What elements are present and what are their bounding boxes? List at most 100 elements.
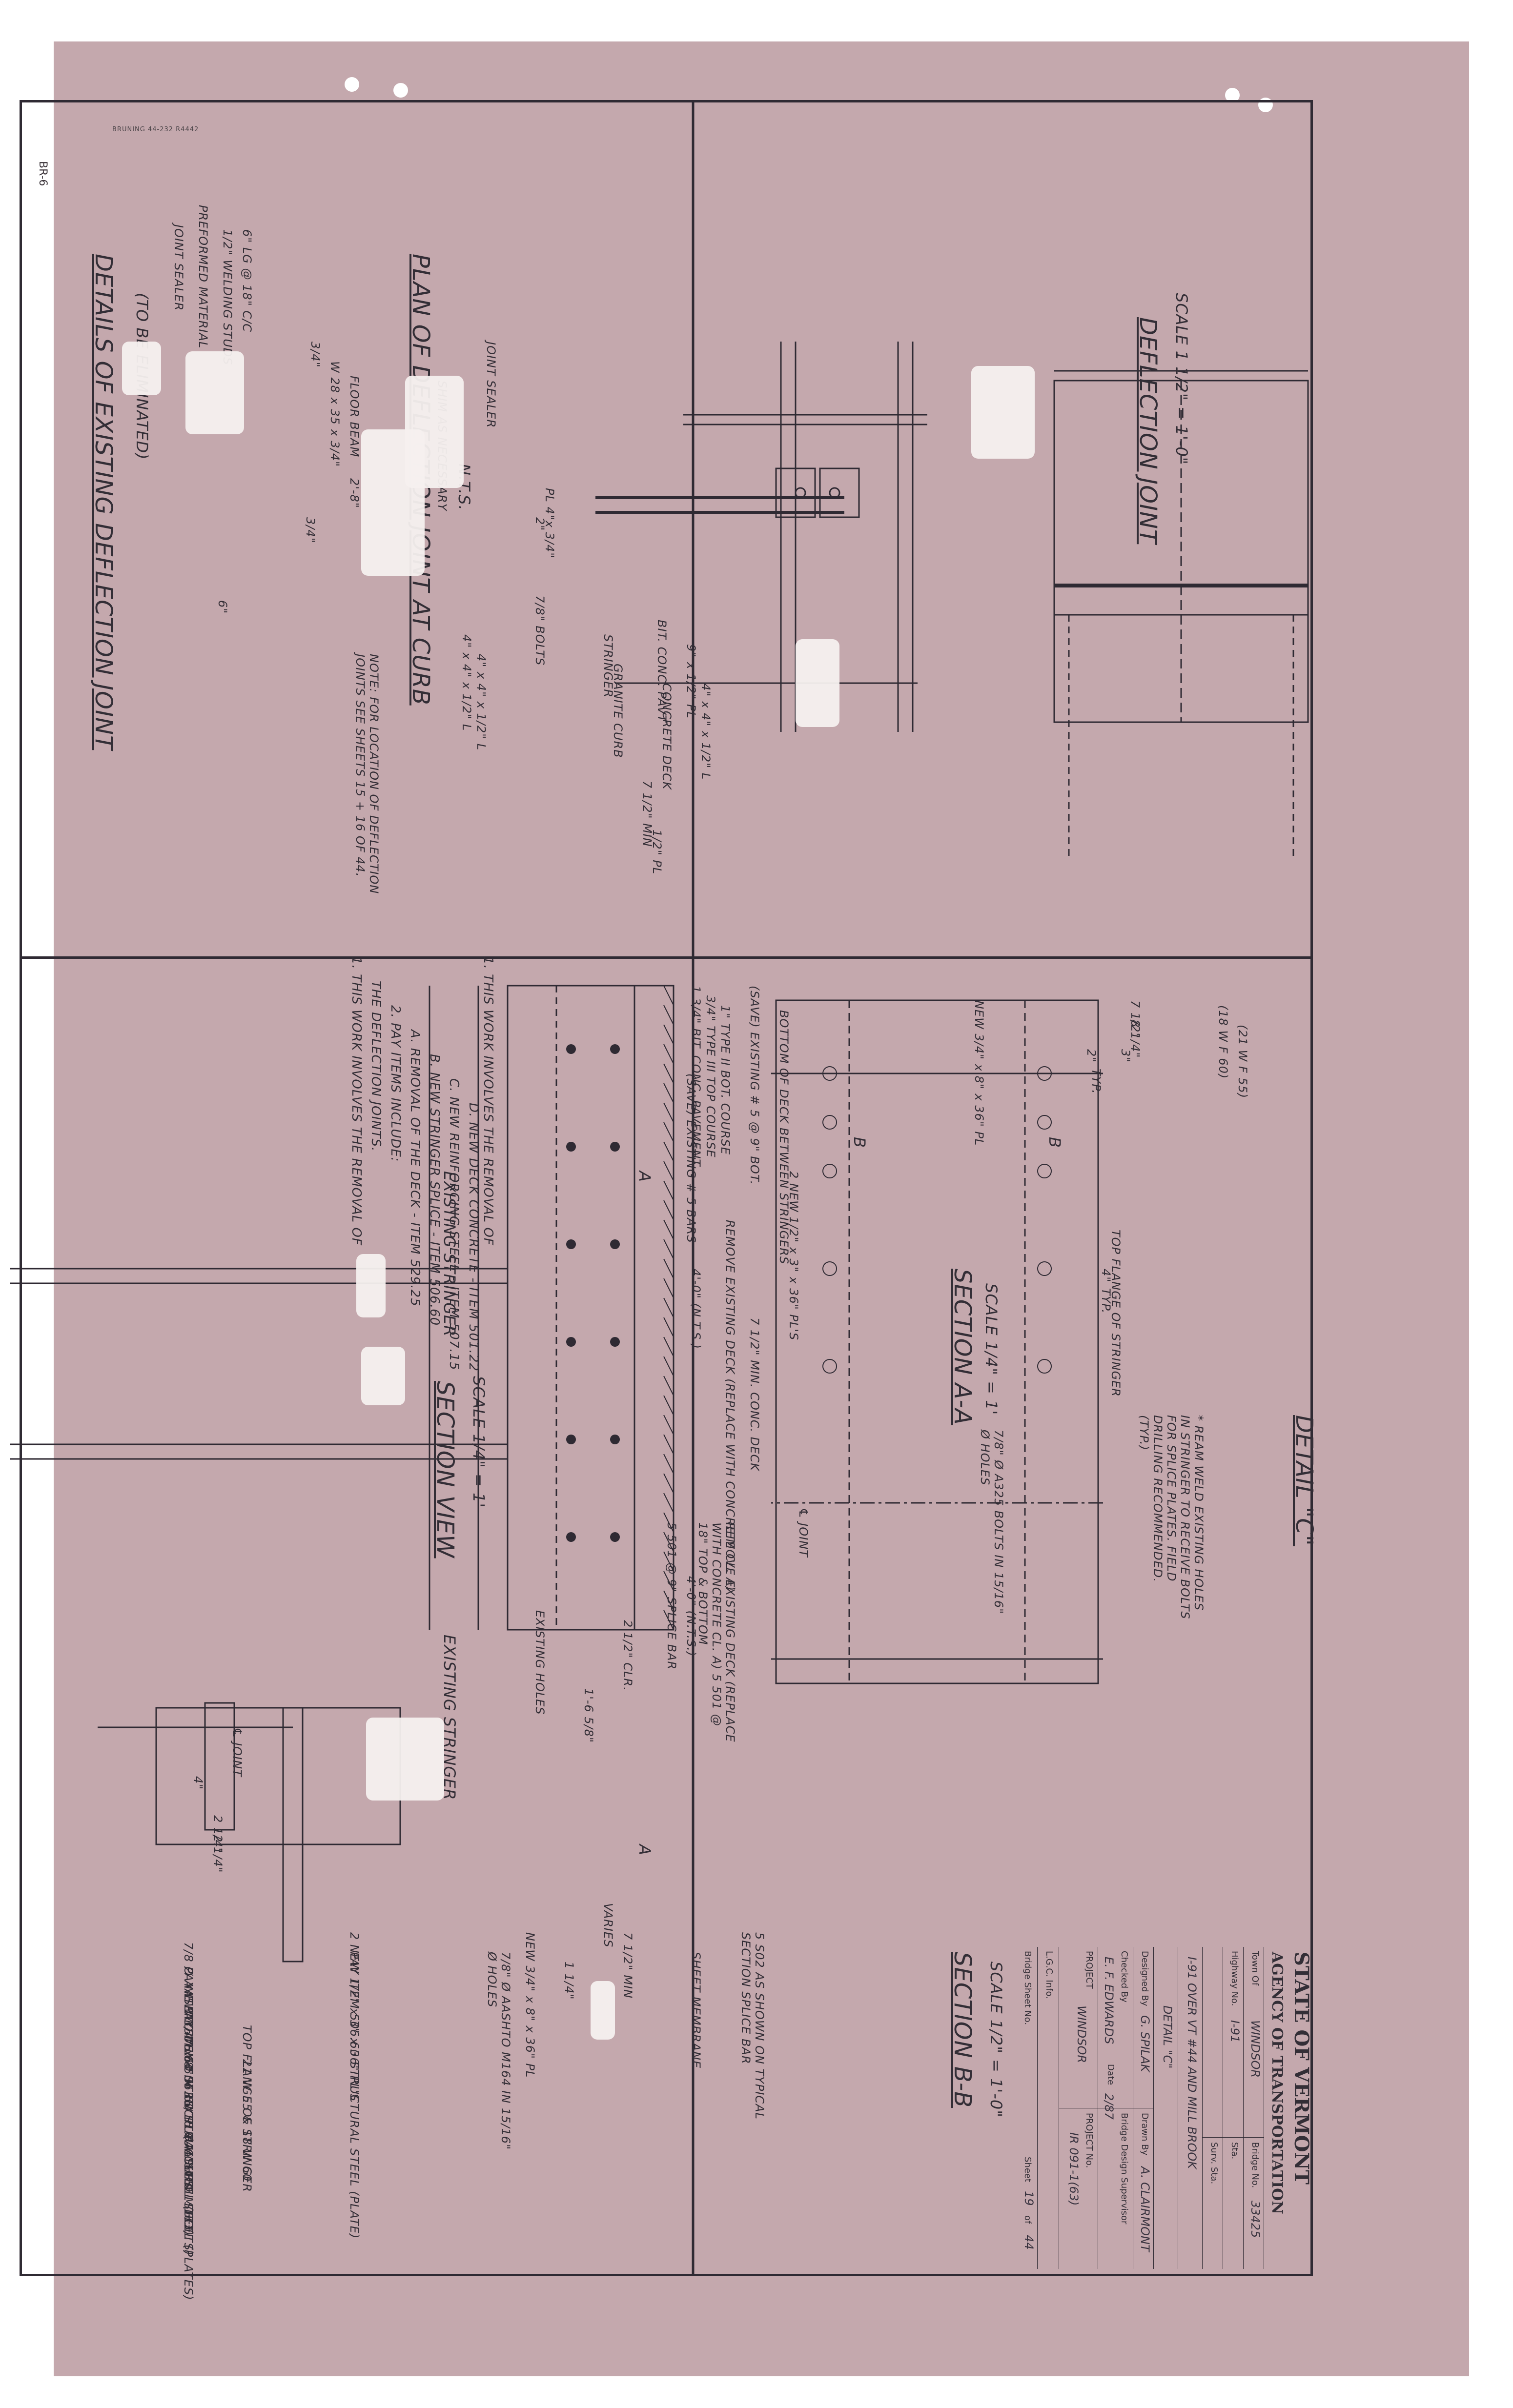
tb-sheet-label: Sheet bbox=[1022, 2157, 1033, 2183]
dim-4in: 4" bbox=[1099, 1269, 1113, 1283]
label-bolts: 7/8" BOLTS bbox=[533, 595, 547, 666]
rotated-drawing: DETAILS OF EXISTING DEFLECTION JOINT (TO… bbox=[10, 100, 1318, 2301]
label-bolts-holes: 7/8" Ø AASHTO M164 IN 15/16" Ø HOLES bbox=[485, 1952, 512, 2150]
label-studs-spacing: 6" LG @ 18" C/C bbox=[240, 229, 254, 332]
tb-bridge-no-label: Bridge No. bbox=[1250, 2142, 1260, 2188]
dim-1-6-5-8: 1'-6 5/8" bbox=[582, 1688, 595, 1743]
label-sheet-membrane: SHEET MEMBRANE bbox=[689, 1952, 703, 2069]
label-stringer-size: 21 W 55 & 18 W 60 bbox=[240, 2059, 254, 2182]
label-typ2: TYP. bbox=[1099, 1288, 1113, 1314]
label-joint-sealer: JOINT SEALER bbox=[172, 224, 185, 311]
label-welding-studs: 1/2" WELDING STUDS bbox=[221, 229, 234, 365]
dim-4-0: 4'-0" (N.T.S.) bbox=[689, 1269, 703, 1350]
label-bb-cl-joint: ℄ JOINT bbox=[230, 1727, 244, 1777]
label-bolts-a325: 7/8" Ø A325 BOLTS IN 15/16" Ø HOLES bbox=[978, 1430, 1005, 1615]
dim-6: 6" bbox=[216, 600, 229, 614]
tb-checked-label: Checked By bbox=[1119, 1951, 1129, 2003]
label-angle1: 4" x 4" x 1/2" L bbox=[460, 634, 473, 731]
dim-2: 2" bbox=[533, 517, 547, 531]
label-ream-note: * REAM WELD EXISTING HOLES IN STRINGER T… bbox=[1137, 1415, 1206, 1619]
existing-joint-title: DETAILS OF EXISTING DEFLECTION JOINT bbox=[90, 254, 117, 750]
tb-highway: I-91 bbox=[1228, 2020, 1242, 2043]
note-line-3: 2. PAY ITEMS INCLUDE: bbox=[388, 1005, 403, 1162]
note-line-4: A. REMOVAL OF THE DECK - ITEM 529.25 bbox=[408, 1030, 422, 1307]
label-pay-item3: PAY ITEM 506.60 STRUCTURAL STEEL (PLATE) bbox=[348, 1952, 361, 2239]
tb-desc2: DETAIL "C" bbox=[1161, 2005, 1174, 2069]
section-cut-b-left: B bbox=[1045, 1137, 1064, 1148]
tb-bridge-sheet-label: Bridge Sheet No. bbox=[1022, 1951, 1033, 2025]
label-preformed: PREFORMED MATERIAL bbox=[196, 205, 210, 349]
tb-sheet: 19 bbox=[1022, 2191, 1036, 2206]
punch-hole bbox=[393, 83, 408, 98]
whiteout-mark bbox=[366, 1718, 444, 1801]
whiteout-mark bbox=[796, 639, 839, 727]
section-cut-a-right: A bbox=[635, 1844, 654, 1856]
dim-clr: 2 1/2" CLR. bbox=[621, 1620, 634, 1691]
tb-supervisor-label: Bridge Design Supervisor bbox=[1119, 2113, 1129, 2225]
label-w18: (18 W F 60) bbox=[1216, 1005, 1230, 1079]
tb-town-label: Town Of bbox=[1250, 1951, 1260, 1986]
label-bit-conc-pav: 1 3/4" BIT. CONC. PAVEMENT bbox=[689, 986, 703, 1167]
drawing-linework bbox=[10, 100, 1309, 2276]
dim-min2: 7 1/2" MIN bbox=[621, 1932, 634, 1999]
tb-town: WINDSOR bbox=[1248, 2020, 1262, 2078]
dim-3in: 3" bbox=[1119, 1049, 1132, 1063]
tb-drawn: A. CLAIRMONT bbox=[1138, 2166, 1152, 2252]
upper-left-note: NOTE: FOR LOCATION OF DEFLECTION JOINTS … bbox=[353, 654, 381, 894]
label-type-iii: 3/4" TYPE III TOP COURSE bbox=[704, 995, 717, 1158]
section-view-title: SECTION VIEW bbox=[431, 1381, 459, 1558]
tb-project-label: PROJECT bbox=[1084, 1951, 1094, 1989]
label-angle2: 4" x 4" x 1/2" L bbox=[474, 654, 488, 751]
deflection-joint-scale: SCALE 1 1/2" = 1'-0" bbox=[1172, 293, 1191, 465]
label-new-plate: NEW 3/4" x 8" x 36" PL bbox=[523, 1932, 537, 2078]
label-existing-holes: EXISTING HOLES bbox=[533, 1610, 547, 1715]
tb-drawn-label: Drawn By bbox=[1140, 2113, 1150, 2156]
detail-c-title: DETAIL "C" bbox=[1290, 1415, 1318, 1546]
label-floor-beam: W 28 x 35 x 3/4" bbox=[328, 361, 342, 467]
tb-checked: E. F. EDWARDS bbox=[1102, 1957, 1116, 2044]
title-block-agency: AGENCY OF TRANSPORTATION bbox=[1268, 1952, 1286, 2214]
label-stringer: STRINGER bbox=[601, 634, 615, 698]
tb-project-no: IR 091-1(63) bbox=[1067, 2132, 1081, 2206]
punch-hole bbox=[345, 77, 359, 92]
label-floor-beam2: FLOOR BEAM bbox=[348, 376, 361, 458]
tb-project: WINDSOR bbox=[1075, 2005, 1088, 2064]
label-cl-joint: ℄ JOINT bbox=[797, 1508, 810, 1558]
note-line-1: 1. THIS WORK INVOLVES THE REMOVAL OF bbox=[349, 956, 364, 1246]
label-remove-deck2: REMOVE EXISTING DECK (REPLACE WITH CONCR… bbox=[696, 1522, 737, 1742]
whiteout-mark bbox=[361, 1347, 405, 1405]
note-line-7: D. NEW DECK CONCRETE - ITEM 501.22 bbox=[466, 1103, 481, 1372]
tb-date-label: Date bbox=[1105, 2064, 1116, 2085]
label-w21: (21 W F 55) bbox=[1236, 1025, 1249, 1099]
label-concrete-deck: CONCRETE DECK bbox=[660, 683, 674, 790]
tb-desc1: I-91 OVER VT #44 AND MILL BROOK bbox=[1185, 1957, 1199, 2169]
label-save-bot: (SAVE) EXISTING # 5 @ 9" BOT. bbox=[748, 986, 761, 1185]
whiteout-mark bbox=[185, 351, 244, 434]
tb-designed-label: Designed By bbox=[1140, 1951, 1150, 2006]
section-aa-scale: SCALE 1/4" = 1' bbox=[982, 1283, 1001, 1416]
tb-lgc-label: L.G.C. Info. bbox=[1044, 1951, 1054, 1999]
label-new-plate-left: NEW 3/4" x 8" x 36" PL bbox=[972, 1000, 986, 1146]
label-min-conc: 7 1/2" MIN. CONC. DECK bbox=[748, 1317, 761, 1471]
dim-3-4b: 3/4" bbox=[304, 517, 317, 544]
dim-7-5-min: 7 1/2" MIN bbox=[640, 781, 654, 847]
title-block-state: STATE OF VERMONT bbox=[1290, 1952, 1313, 2185]
note-line-2: THE DEFLECTION JOINTS. bbox=[368, 981, 383, 1152]
tb-highway-label: Highway No. bbox=[1229, 1951, 1240, 2006]
dim-2-8: 2'-8" bbox=[348, 478, 361, 508]
title-block: STATE OF VERMONT AGENCY OF TRANSPORTATIO… bbox=[1001, 1947, 1318, 2269]
whiteout-mark bbox=[122, 342, 161, 395]
label-s502: 5 S02 AS SHOWN ON TYPICAL SECTION SPLICE… bbox=[739, 1932, 766, 2120]
section-cut-a-left: A bbox=[635, 1171, 654, 1182]
section-cut-b-right: B bbox=[850, 1137, 869, 1148]
tb-of: 44 bbox=[1022, 2235, 1036, 2250]
deflection-joint-title: DEFLECTION JOINT bbox=[1134, 317, 1162, 545]
dim-bb-2-1-4b: 2 1/4" bbox=[211, 1835, 225, 1873]
label-angle3: 4" x 4" x 1/2" L bbox=[699, 683, 713, 780]
label-splice-bars: 5 501 @ 9" SPLICE BAR bbox=[665, 1522, 678, 1670]
tb-date: 2/87 bbox=[1102, 2093, 1116, 2120]
whiteout-mark bbox=[971, 366, 1035, 459]
label-joint-sealer2: JOINT SEALER bbox=[484, 342, 498, 428]
tb-bridge-no: 33425 bbox=[1248, 2201, 1262, 2238]
section-view-scale: SCALE 1/4" = 1' bbox=[470, 1376, 488, 1508]
